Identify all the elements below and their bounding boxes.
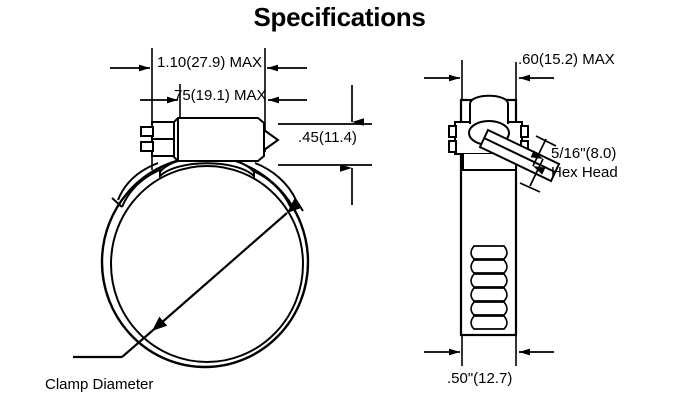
band-slot-pattern: [470, 245, 508, 330]
front-view-group: [424, 60, 561, 366]
dimension-label-clamp-diameter: Clamp Diameter: [45, 376, 154, 393]
dimension-label-hex-head-size: 5/16"(8.0): [551, 145, 617, 162]
hex-screw-head-side: [140, 121, 175, 157]
hex-head-dim-leader: [519, 135, 557, 193]
dimension-label-band-width: .50"(12.7): [447, 370, 513, 387]
dimension-label-housing-body-length: 75(19.1) MAX: [174, 87, 267, 104]
dimension-extension-lines-right: [461, 60, 517, 366]
dim-housing-height: [278, 85, 372, 205]
band-tail-overlap: [111, 162, 304, 212]
side-view-group: [73, 48, 372, 369]
dimension-label-housing-height: .45(11.4): [298, 129, 357, 146]
clamp-housing: [171, 117, 280, 162]
dimension-label-hex-head-name: Hex Head: [551, 164, 618, 181]
dimension-label-housing-width: .60(15.2) MAX: [518, 51, 615, 68]
clamp-diameter-leader: [73, 198, 303, 359]
page-title: Specifications: [253, 2, 426, 32]
dimension-label-housing-length: 1.10(27.9) MAX: [157, 54, 263, 71]
